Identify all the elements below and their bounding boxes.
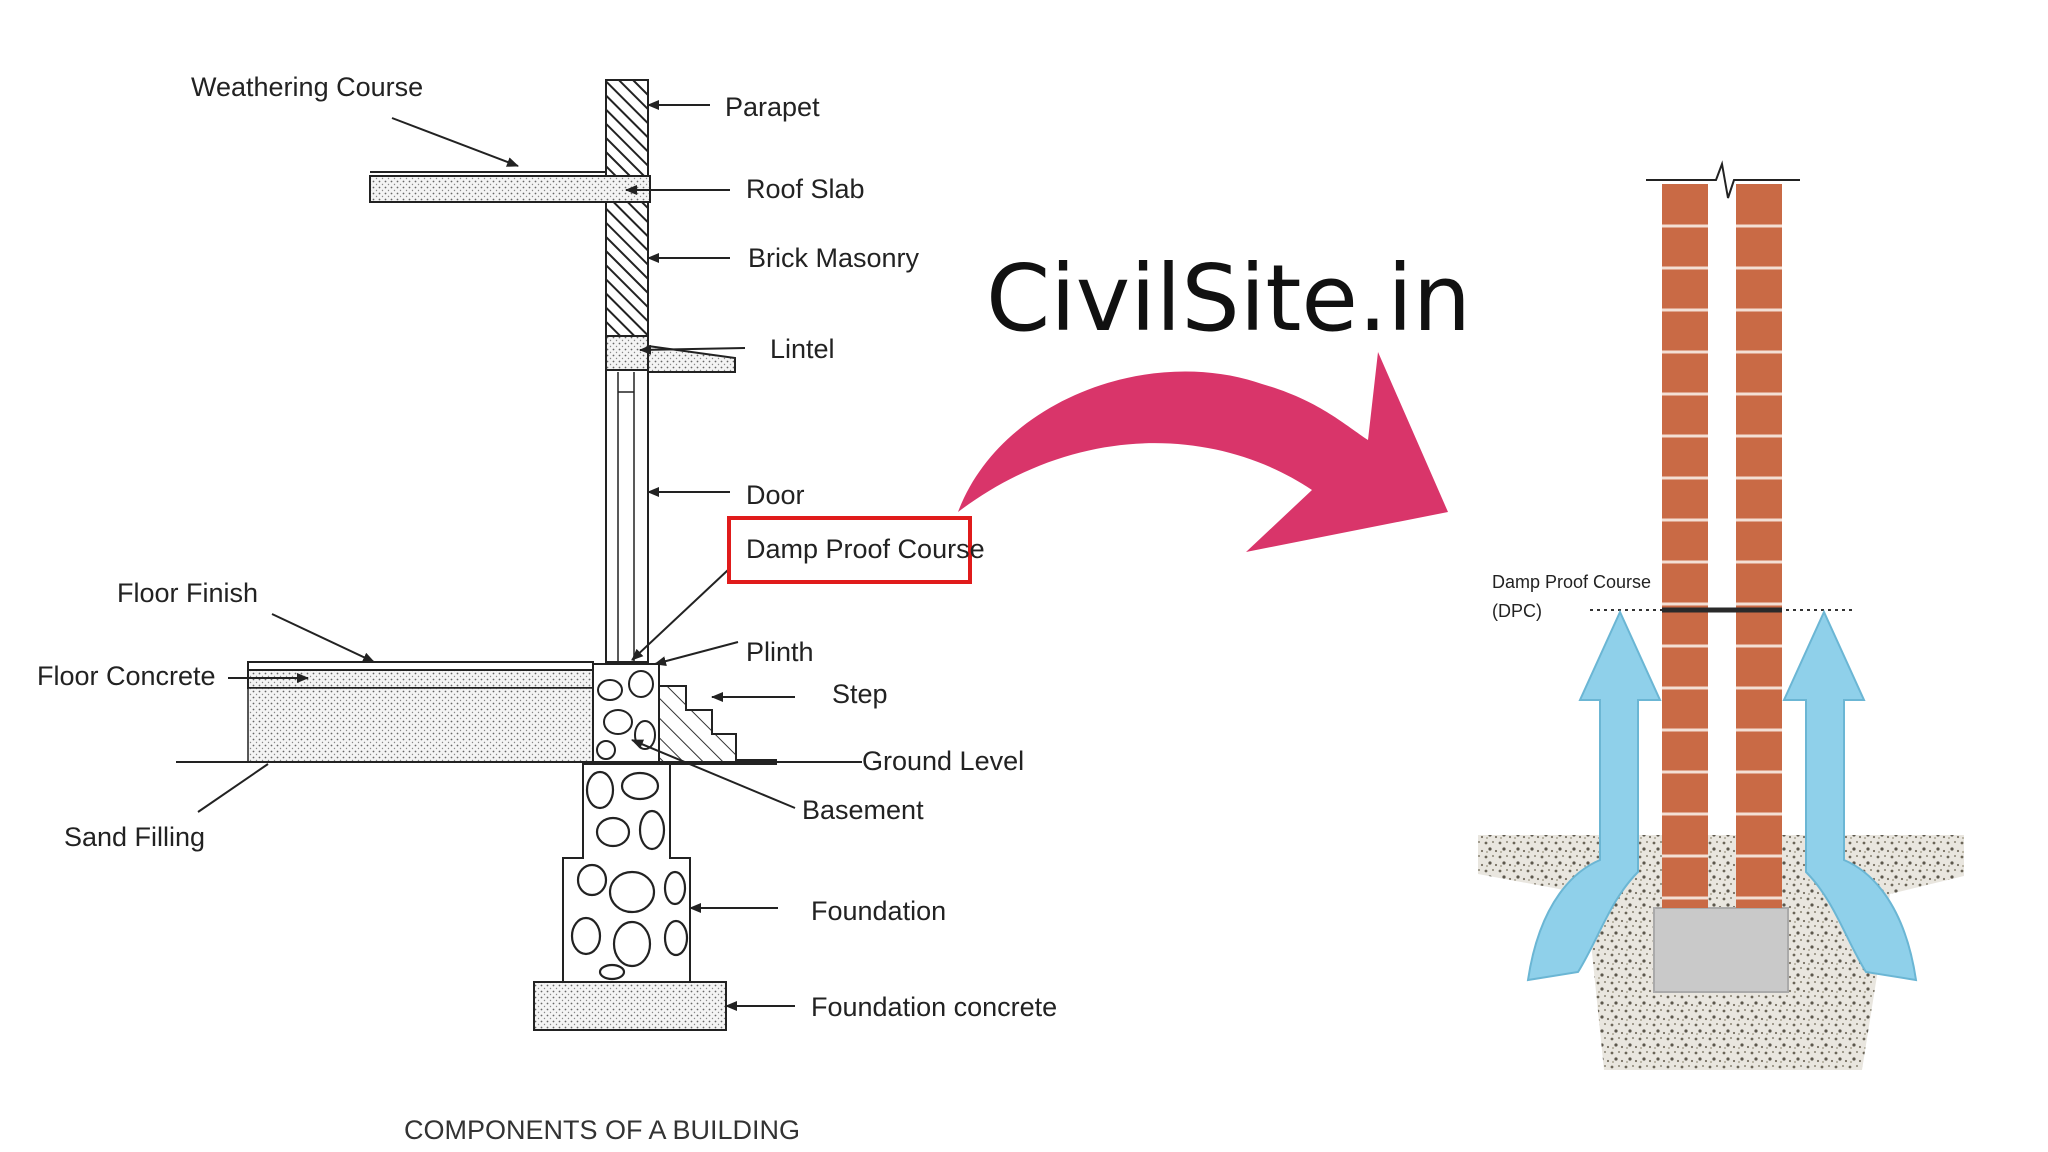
label-door: Door: [746, 480, 805, 510]
break-line: [1646, 160, 1800, 199]
leader-lines: [197, 100, 796, 1011]
label-lintel: Lintel: [770, 334, 835, 364]
label-floor-finish: Floor Finish: [117, 578, 258, 608]
lintel: [605, 335, 649, 371]
steps: [658, 685, 777, 765]
basement-stones: [596, 670, 656, 760]
label-dpc-line2: (DPC): [1492, 601, 1542, 621]
label-sand-filling: Sand Filling: [64, 822, 205, 852]
moisture-arrow-right: [1782, 609, 1918, 982]
label-parapet: Parapet: [725, 92, 820, 122]
brand-watermark: CivilSite.in: [986, 245, 1471, 352]
label-step: Step: [832, 679, 888, 709]
brick-joints: [1662, 224, 1782, 900]
label-basement: Basement: [802, 795, 924, 825]
foundation-stones: [570, 770, 689, 981]
dpc-highlight-box: [727, 516, 972, 584]
brick-wall-right: [1736, 184, 1782, 908]
parapet-wall: [605, 79, 649, 337]
building-components-diagram: Weathering Course Parapet Roof Slab Bric…: [37, 72, 1057, 1145]
label-roof-slab: Roof Slab: [746, 174, 865, 204]
concrete-footing: [1653, 907, 1789, 993]
dpc-wall-section: Damp Proof Course (DPC): [1478, 160, 1964, 1070]
label-ground-level: Ground Level: [862, 746, 1024, 776]
label-damp-proof-course: Damp Proof Course: [746, 534, 985, 564]
label-plinth: Plinth: [746, 637, 814, 667]
roof-slab: [369, 175, 651, 203]
door: [605, 369, 649, 663]
label-foundation-concrete: Foundation concrete: [811, 992, 1057, 1022]
plinth-basement: [592, 663, 660, 765]
label-brick-masonry: Brick Masonry: [748, 243, 920, 273]
label-weathering-course: Weathering Course: [191, 72, 423, 102]
diagram-caption: COMPONENTS OF A BUILDING: [404, 1115, 800, 1145]
lintel-projection: [647, 344, 736, 373]
label-dpc-line1: Damp Proof Course: [1492, 572, 1651, 592]
label-foundation: Foundation: [811, 896, 946, 926]
foundation-concrete: [533, 981, 727, 1031]
pointer-arrow: [958, 352, 1448, 552]
moisture-arrow-left: [1526, 609, 1662, 982]
sand-filling: [247, 687, 594, 763]
floor-finish: [247, 661, 594, 671]
brick-wall-left: [1662, 184, 1708, 908]
label-floor-concrete: Floor Concrete: [37, 661, 216, 691]
